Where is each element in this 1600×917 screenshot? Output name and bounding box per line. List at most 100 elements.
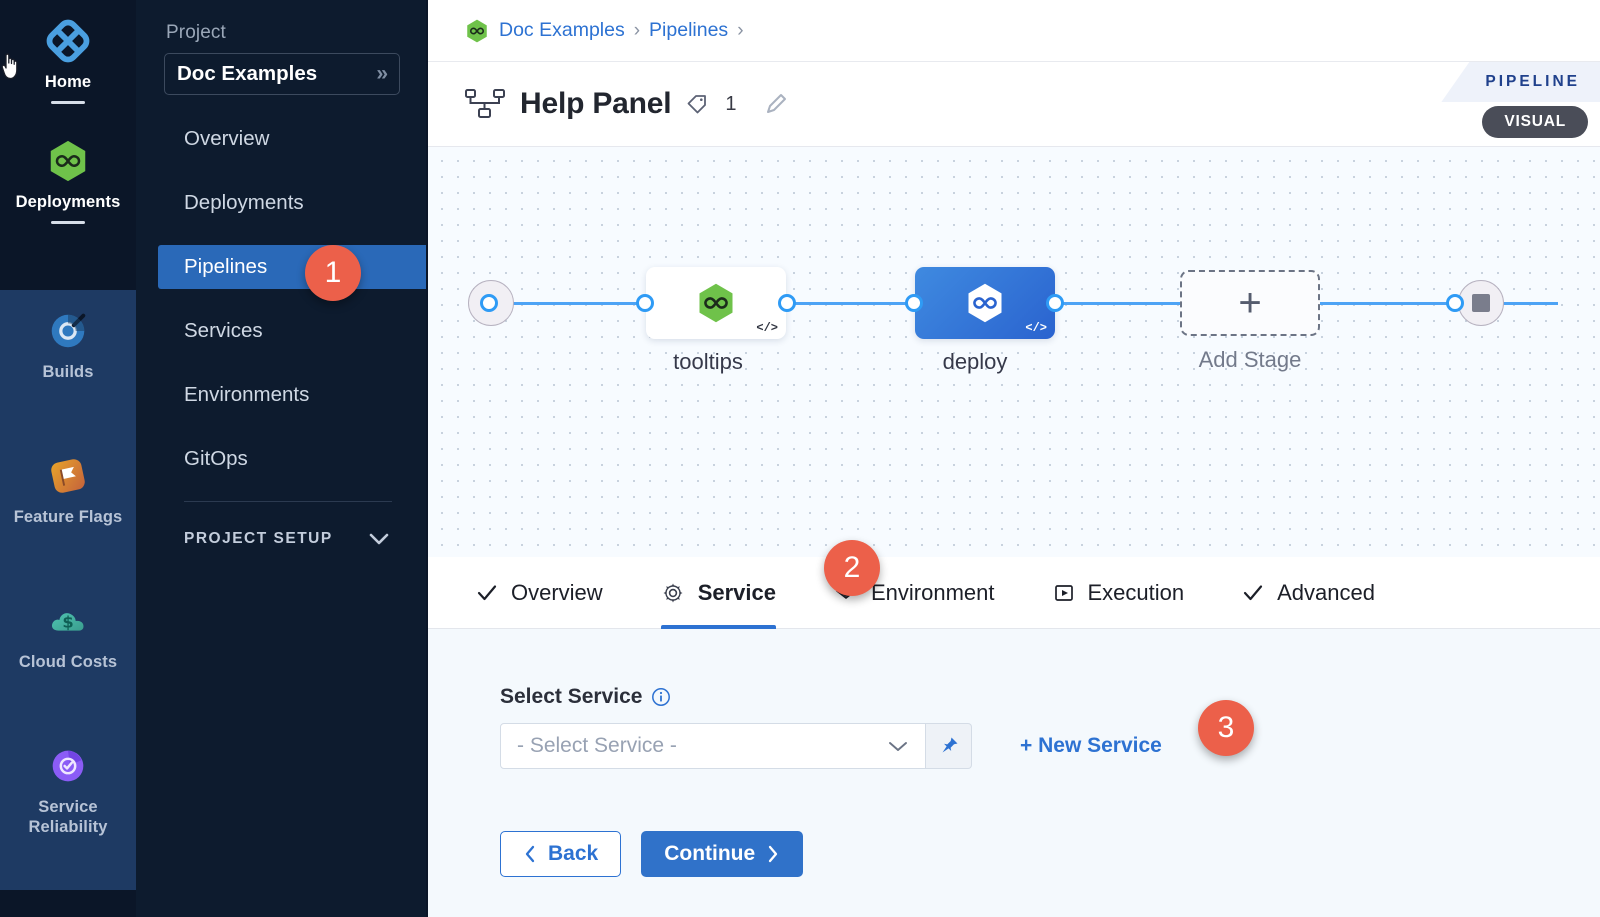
deployments-hex-icon	[50, 140, 86, 182]
tab-execution[interactable]: Execution	[1053, 557, 1184, 629]
rail-active-underline	[51, 221, 85, 225]
page-title: Help Panel	[520, 87, 672, 120]
add-stage-button[interactable]: +	[1180, 270, 1320, 336]
chevron-left-icon	[525, 845, 535, 863]
rail-item-home[interactable]: Home	[0, 0, 136, 120]
field-label-text: Select Service	[500, 685, 643, 708]
sidebar-item-label: Overview	[184, 127, 270, 150]
add-stage-label: Add Stage	[1198, 347, 1302, 372]
select-service-value: - Select Service -	[517, 734, 677, 757]
sidebar-item-pipelines[interactable]: Pipelines	[158, 245, 426, 289]
stop-icon	[1472, 294, 1490, 312]
project-name: Doc Examples	[177, 62, 318, 85]
tab-overview[interactable]: Overview	[476, 557, 603, 629]
pipeline-nodes-icon	[465, 89, 505, 118]
rail-item-service-reliability[interactable]: Service Reliability	[0, 725, 136, 890]
select-service-row: - Select Service - + New Service	[500, 723, 1600, 769]
primary-nav-rail: Home Deployments Builds	[0, 0, 136, 917]
info-icon[interactable]	[651, 687, 671, 707]
select-service-input[interactable]: - Select Service -	[500, 723, 926, 769]
project-selector[interactable]: Doc Examples »	[164, 53, 400, 95]
pipeline-stage-deploy[interactable]: </>	[915, 267, 1055, 339]
stage-hex-icon	[699, 283, 733, 323]
port-dot[interactable]	[636, 294, 654, 312]
service-form: Select Service - Select Service -	[428, 629, 1600, 917]
tab-service[interactable]: Service	[660, 557, 777, 629]
sidebar-item-gitops[interactable]: GitOps	[136, 437, 426, 481]
port-dot[interactable]	[1446, 294, 1464, 312]
rail-item-label: Builds	[42, 363, 94, 381]
back-button[interactable]: Back	[500, 831, 622, 877]
cloud-costs-icon: $	[51, 613, 84, 632]
ribbon-label: PIPELINE	[1485, 73, 1580, 90]
pipeline-stage-tooltips[interactable]: </>	[646, 267, 786, 339]
pipeline-connector	[780, 302, 920, 305]
new-service-link[interactable]: + New Service	[1020, 734, 1162, 757]
pipeline-canvas[interactable]: </> tooltips </> deploy + Add Stage	[428, 147, 1600, 557]
tag-count: 1	[725, 92, 737, 115]
tab-label: Advanced	[1277, 579, 1375, 605]
rail-item-label: Service Reliability	[28, 798, 108, 837]
rail-item-label: Home	[44, 73, 92, 91]
edit-pencil-icon[interactable]	[763, 91, 789, 117]
tab-advanced[interactable]: Advanced	[1242, 557, 1375, 629]
sidebar-project-setup[interactable]: PROJECT SETUP	[136, 530, 426, 548]
rail-item-deployments[interactable]: Deployments	[0, 120, 136, 290]
builds-icon	[51, 313, 86, 348]
chevron-right-icon	[769, 845, 778, 863]
chevron-down-icon	[369, 533, 389, 545]
breadcrumb-item-project[interactable]: Doc Examples	[499, 19, 625, 41]
service-reliability-icon	[52, 750, 84, 782]
pipeline-connector	[1048, 302, 1278, 305]
project-hex-icon	[467, 19, 487, 42]
stage-hex-icon	[968, 283, 1002, 323]
port-dot[interactable]	[905, 294, 923, 312]
breadcrumb-item-pipelines[interactable]: Pipelines	[649, 19, 729, 41]
pipeline-studio-ribbon: PIPELINE	[1441, 62, 1600, 102]
port-dot[interactable]	[778, 294, 796, 312]
sidebar-item-label: Environments	[184, 383, 310, 406]
pipeline-end-node[interactable]	[1458, 280, 1504, 326]
rail-item-label: Deployments	[15, 193, 121, 211]
breadcrumb-separator: ›	[633, 19, 641, 41]
sidebar-item-environments[interactable]: Environments	[136, 373, 426, 417]
mode-badge-label: VISUAL	[1504, 113, 1566, 130]
sidebar-item-services[interactable]: Services	[136, 309, 426, 353]
chevron-right-double-icon: »	[376, 62, 388, 85]
back-button-label: Back	[548, 842, 599, 865]
sidebar-item-label: GitOps	[184, 447, 248, 470]
rail-item-builds[interactable]: Builds	[0, 290, 136, 435]
mode-badge-visual[interactable]: VISUAL	[1482, 106, 1588, 138]
check-icon	[1244, 584, 1263, 600]
tab-environment[interactable]: Environment	[834, 557, 995, 629]
breadcrumb: Doc Examples › Pipelines ›	[428, 0, 1600, 62]
pipeline-connector	[486, 302, 686, 305]
port-dot[interactable]	[1046, 294, 1064, 312]
tab-label: Overview	[511, 579, 603, 605]
continue-button[interactable]: Continue	[641, 831, 804, 877]
rail-item-feature-flags[interactable]: Feature Flags	[0, 435, 136, 580]
sidebar-item-label: Deployments	[184, 191, 304, 214]
pin-icon	[942, 737, 957, 753]
main-content: Doc Examples › Pipelines › Help Panel 1	[426, 0, 1600, 917]
stage-tabs: Overview Service Environment	[428, 557, 1600, 629]
sidebar-item-overview[interactable]: Overview	[136, 117, 426, 161]
breadcrumb-separator: ›	[737, 19, 744, 41]
select-service-label: Select Service	[500, 685, 1600, 709]
sidebar-item-label: Pipelines	[184, 255, 268, 278]
chevron-down-icon	[889, 742, 907, 751]
pin-service-button[interactable]	[926, 723, 972, 769]
sidebar-item-deployments[interactable]: Deployments	[136, 181, 426, 225]
rail-active-underline	[51, 101, 85, 105]
code-badge-icon: </>	[1025, 321, 1047, 335]
tab-label: Environment	[870, 579, 995, 605]
sidebar-nav: Overview Deployments Pipelines Services …	[136, 117, 426, 481]
rail-item-cloud-costs[interactable]: $ Cloud Costs	[0, 580, 136, 725]
stage-label-tooltips: tooltips	[673, 349, 743, 374]
page-title-bar: Help Panel 1 PIPELINE VISUAL	[428, 62, 1600, 147]
continue-button-label: Continue	[664, 842, 756, 865]
home-diamond-icon	[46, 19, 90, 63]
svg-text:$: $	[62, 613, 73, 632]
port-dot[interactable]	[480, 294, 498, 312]
